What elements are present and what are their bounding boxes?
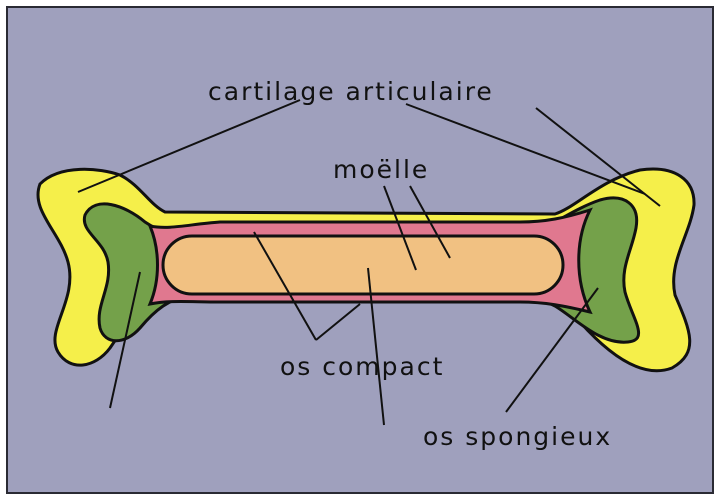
label-compact-bone: os compact (280, 352, 444, 381)
label-marrow: moëlle (333, 155, 429, 184)
marrow-cavity (163, 236, 563, 294)
label-spongy-bone: os spongieux (423, 422, 612, 451)
label-articular-cartilage: cartilage articulaire (208, 77, 494, 106)
